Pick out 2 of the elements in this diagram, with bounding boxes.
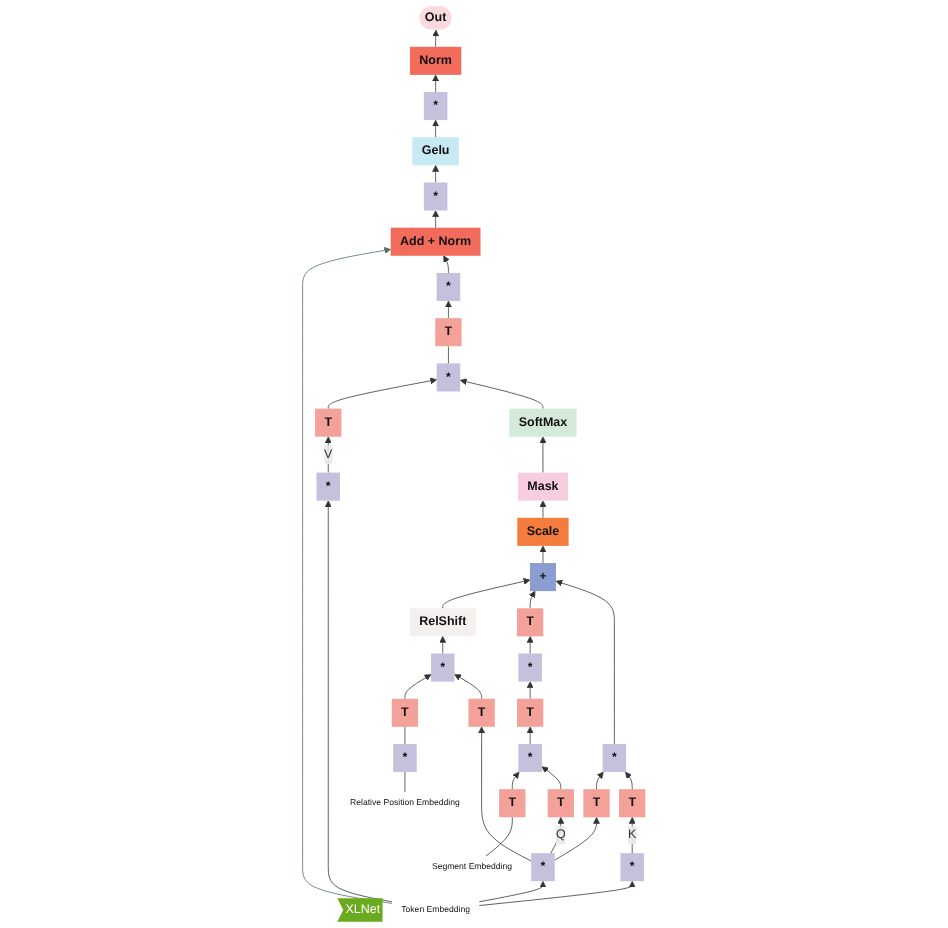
connector — [485, 816, 513, 857]
connector — [448, 345, 449, 364]
